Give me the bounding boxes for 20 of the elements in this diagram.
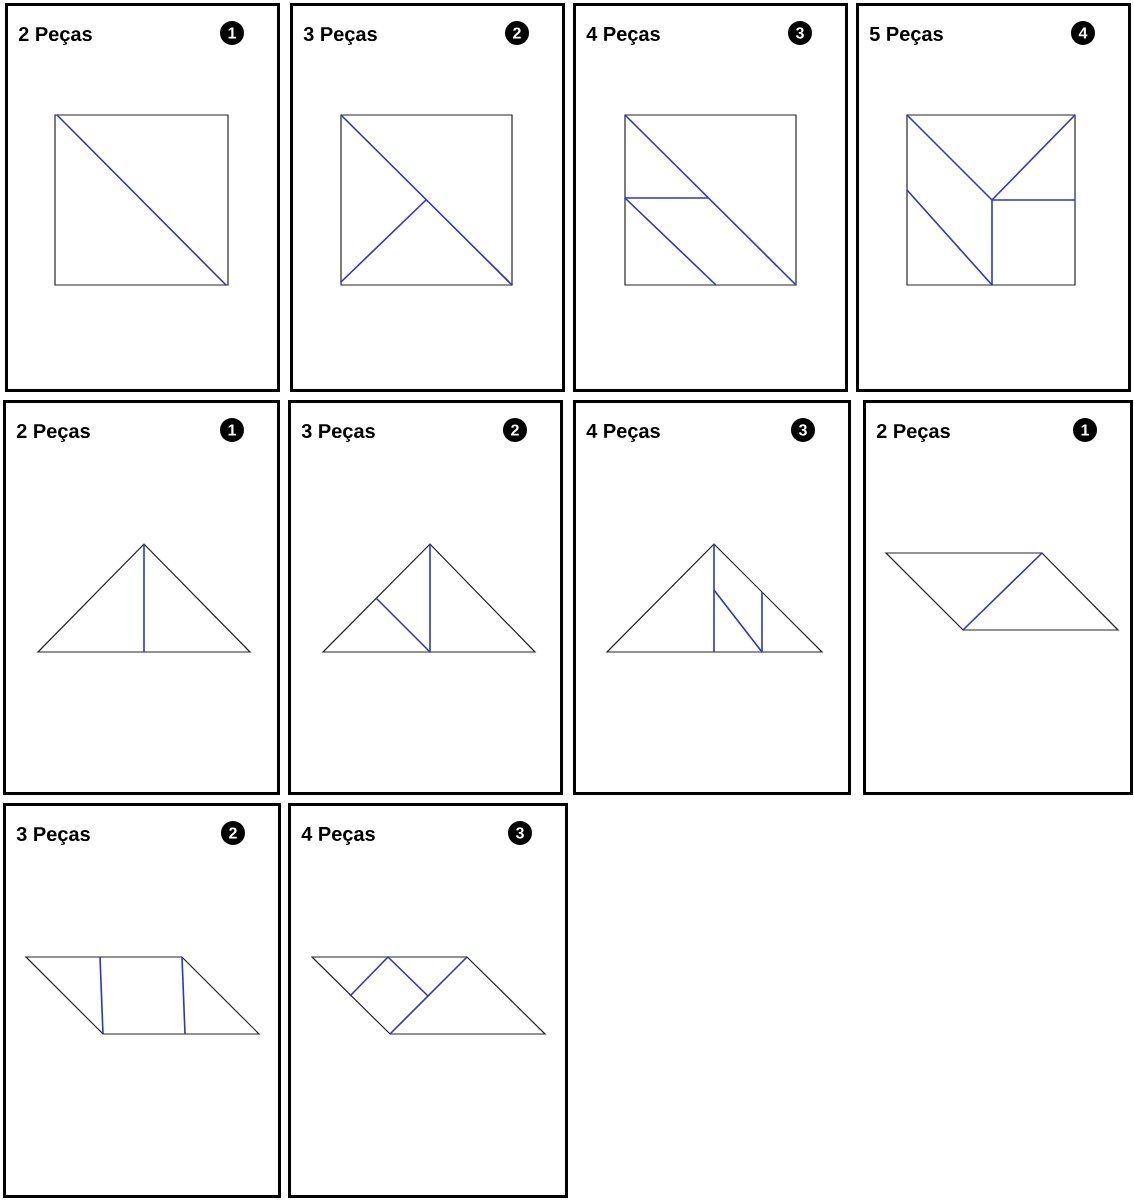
number-badge: 3 (788, 21, 812, 45)
card-title: 3 Peças (303, 26, 377, 46)
number-badge: 2 (221, 821, 245, 845)
number-badge: 2 (503, 418, 527, 442)
number-badge: 3 (508, 821, 532, 845)
card-title: 3 Peças (16, 826, 90, 846)
number-badge: 4 (1071, 21, 1095, 45)
card-title: 2 Peças (876, 423, 950, 443)
number-badge: 1 (220, 418, 244, 442)
card-title: 4 Peças (301, 827, 375, 845)
number-badge: 1 (220, 21, 244, 45)
number-badge: 1 (1073, 418, 1097, 442)
number-badge: 2 (505, 21, 529, 45)
card-title: 5 Peças (869, 27, 943, 45)
card-title: 2 Peças (16, 423, 90, 443)
card-title: 4 Peças (586, 424, 660, 442)
number-badge: 3 (791, 418, 815, 442)
card-title: 3 Peças (301, 423, 375, 443)
card-title: 2 Peças (18, 26, 92, 46)
card-title: 4 Peças (586, 27, 660, 45)
